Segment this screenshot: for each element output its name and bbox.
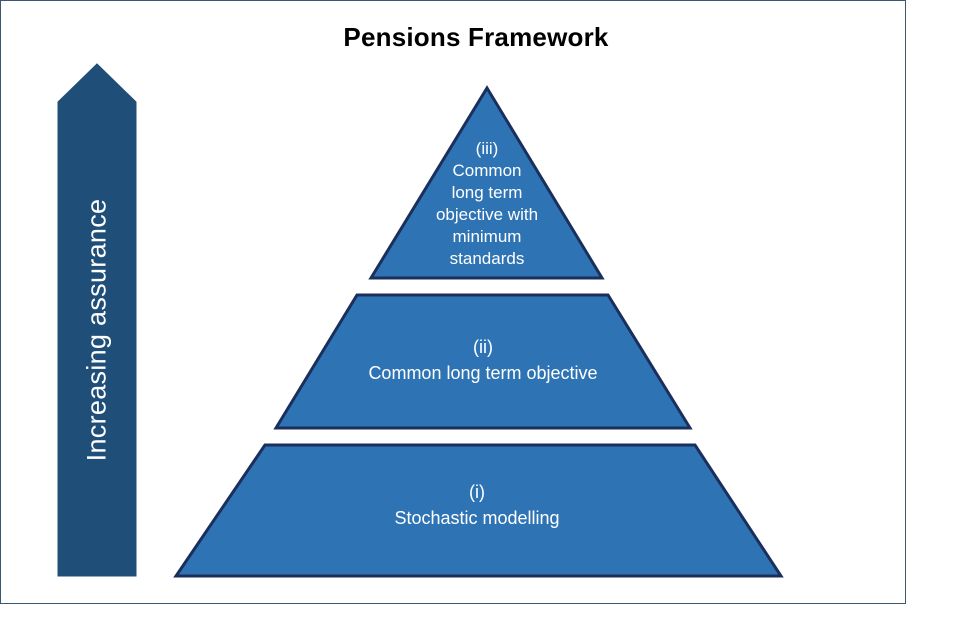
tier-top-line: objective with <box>435 205 539 224</box>
tier-bottom-level: (i) <box>469 482 485 502</box>
tier-middle-line: Common long term objective <box>368 363 598 383</box>
tier-middle-text: (ii) Common long term objective <box>333 334 633 386</box>
tier-top-line: long term <box>451 183 523 202</box>
tier-top-level: (iii) <box>475 139 499 158</box>
diagram-title: Pensions Framework <box>343 22 609 52</box>
increasing-assurance-label: Increasing assurance <box>81 198 112 462</box>
pyramid-tier-top <box>368 85 605 280</box>
tier-top-line: minimum <box>452 227 522 246</box>
tier-bottom-line: Stochastic modelling <box>394 508 560 528</box>
tier-top-line: standards <box>449 249 525 268</box>
tier-bottom-text: (i) Stochastic modelling <box>327 479 627 531</box>
pyramid-tier-middle <box>273 293 693 430</box>
increasing-assurance-arrow <box>57 63 137 577</box>
tier-top-line: Common <box>452 161 522 180</box>
tier-middle-level: (ii) <box>473 337 493 357</box>
tier-top-text: (iii) Common long term objective with mi… <box>407 138 567 270</box>
pyramid-tier-bottom <box>173 443 784 578</box>
